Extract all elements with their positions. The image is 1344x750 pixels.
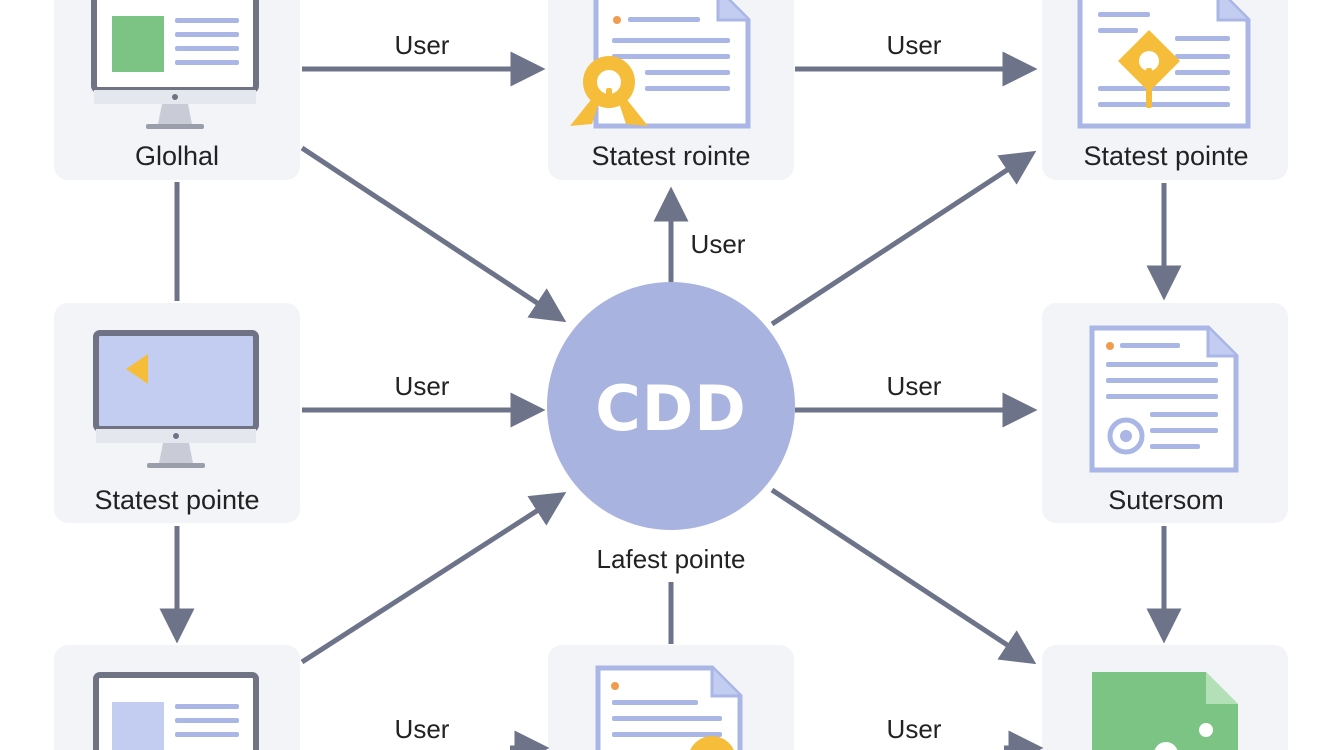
hub-node: CDD [547,282,795,530]
edges [159,51,1182,750]
node-label-mid-left: Statest pointe [94,485,259,515]
monitor-icon [93,330,259,468]
edge-label-hub-to-top-center: User [691,229,746,259]
hub-circle [547,282,795,530]
document-icon [1089,325,1239,473]
green-file-icon [1092,672,1238,750]
edge-label-bottom-center-to-bottom-right: User [887,714,942,744]
edge-label-mid-left-to-hub: User [395,371,450,401]
node-label-top-left: Glolhal [135,141,219,171]
certificate-document-icon [1077,0,1251,129]
node-label-top-right: Statest pointe [1083,141,1248,171]
node-label-mid-right: Sutersom [1108,485,1224,515]
edge-bottom-left-to-hub [300,491,567,665]
edge-label-bottom-left-to-bottom-center: User [395,714,450,744]
edge-label-top-left-to-top-center: User [395,30,450,60]
certificate-document-icon [570,0,751,129]
edge-hub-to-bottom-right [770,487,1037,665]
edge-hub-to-top-right [770,150,1037,327]
edge-label-top-center-to-top-right: User [887,30,942,60]
monitor-icon [91,0,259,129]
document-icon [595,665,743,750]
edge-label-hub-below: Lafest pointe [597,544,746,574]
hub-label: CDD [595,372,746,445]
edge-label-hub-to-mid-right: User [887,371,942,401]
edge-top-left-to-hub [300,145,567,323]
node-label-top-center: Statest rointe [591,141,750,171]
monitor-icon [93,672,259,750]
